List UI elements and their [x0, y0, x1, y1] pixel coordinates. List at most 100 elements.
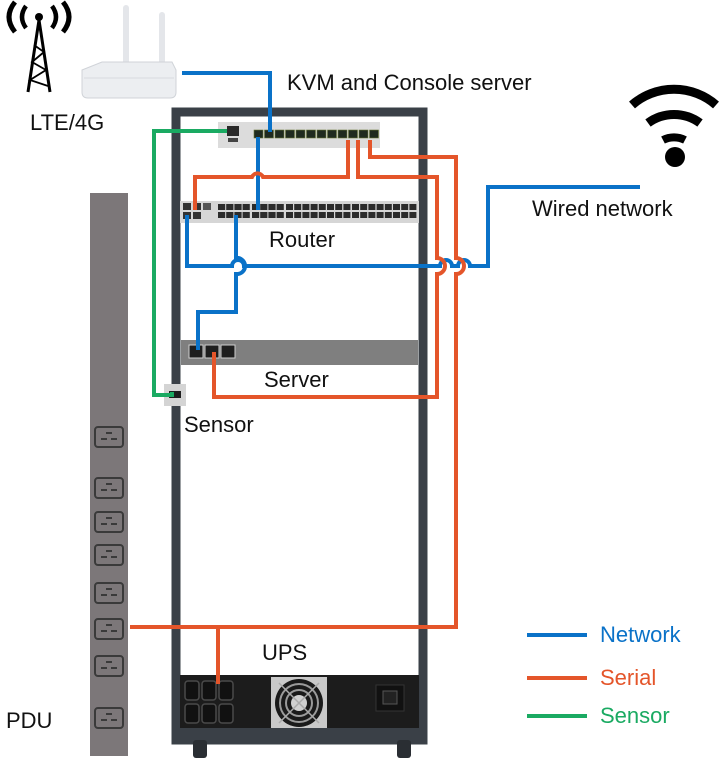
router-port	[302, 204, 310, 210]
sensor-cables	[152, 129, 227, 397]
pdu-outlet	[94, 477, 124, 499]
cable-lte-kvm	[182, 71, 272, 132]
kvm-port	[316, 129, 327, 139]
pdu-outlet	[94, 707, 124, 729]
router-port	[393, 204, 400, 210]
router-port	[401, 212, 409, 218]
legend-label-sensor: Sensor	[600, 703, 670, 728]
pdu	[90, 193, 128, 756]
kvm-port	[285, 129, 295, 139]
kvm-port	[358, 129, 369, 139]
kvm-port	[369, 129, 379, 139]
router-port	[327, 212, 334, 218]
router-port	[327, 204, 334, 210]
cable-kvm-router-console	[193, 140, 350, 210]
legend-label-network: Network	[600, 622, 681, 647]
label-kvm: KVM and Console server	[287, 70, 532, 95]
pdu-outlet	[94, 511, 124, 533]
router-port	[310, 212, 318, 218]
ups-outlet	[184, 703, 200, 724]
router-port	[234, 204, 242, 210]
label-server: Server	[264, 367, 329, 392]
router-port	[384, 204, 392, 210]
label-lte: LTE/4G	[30, 110, 105, 135]
router-mgmt-port	[183, 203, 191, 210]
label-sensor: Sensor	[184, 412, 254, 437]
router-port	[260, 204, 268, 210]
router-port	[343, 204, 351, 210]
router-port	[302, 212, 310, 218]
cable-router-server	[196, 215, 248, 350]
router-port	[409, 204, 417, 210]
router-port	[286, 212, 293, 218]
cell-tower-icon	[6, 0, 72, 93]
router-port	[360, 212, 368, 218]
label-wired-network: Wired network	[532, 196, 673, 221]
router-port	[226, 204, 234, 210]
pdu-outlet	[94, 582, 124, 604]
router-port	[260, 212, 268, 218]
kvm-console-server	[218, 122, 380, 148]
router-port	[393, 212, 400, 218]
legend	[527, 633, 587, 718]
ups-device	[176, 675, 423, 758]
kvm-port	[306, 129, 316, 139]
sensor-device	[164, 384, 186, 406]
kvm-port	[253, 129, 264, 139]
router-port	[252, 204, 260, 210]
router-usb-port	[203, 203, 211, 210]
label-router: Router	[269, 227, 336, 252]
router-port	[376, 204, 384, 210]
router-port	[335, 204, 343, 210]
cable-kvm-server	[212, 140, 447, 399]
router-port	[276, 212, 284, 218]
pdu-outlet	[94, 618, 124, 640]
router-port	[318, 204, 326, 210]
router-port	[276, 204, 284, 210]
cable-kvm-ups	[130, 140, 466, 629]
label-ups: UPS	[262, 640, 308, 665]
legend-label-serial: Serial	[600, 665, 657, 690]
server-port	[220, 344, 236, 359]
router-port	[376, 212, 384, 218]
router-port	[252, 212, 260, 218]
ups-outlet	[218, 703, 234, 724]
router-device	[180, 201, 419, 223]
router-port	[352, 212, 359, 218]
router-port	[242, 212, 250, 218]
router-port	[318, 212, 326, 218]
router-port	[360, 204, 368, 210]
ups-outlet	[218, 680, 234, 701]
router-port	[335, 212, 343, 218]
router-port	[286, 204, 293, 210]
router-port	[310, 204, 318, 210]
router-port	[343, 212, 351, 218]
kvm-port	[337, 129, 348, 139]
wifi-icon	[629, 84, 719, 167]
pdu-outlet	[94, 426, 124, 448]
label-pdu: PDU	[6, 708, 53, 733]
router-port	[268, 204, 276, 210]
router-port	[352, 204, 359, 210]
kvm-port	[295, 129, 306, 139]
router-port	[409, 212, 417, 218]
kvm-port	[274, 129, 285, 139]
kvm-port	[327, 129, 337, 139]
router-port	[384, 212, 392, 218]
pdu-outlet	[94, 544, 124, 566]
pdu-outlet	[94, 655, 124, 677]
ups-outlet	[184, 680, 200, 701]
kvm-port	[348, 129, 358, 139]
serial-cables	[130, 140, 466, 684]
router-port	[368, 212, 376, 218]
router-port	[226, 212, 234, 218]
router-port	[401, 204, 409, 210]
cable-kvm-sensor	[152, 129, 227, 397]
server-device	[181, 340, 418, 365]
router-port	[218, 204, 226, 210]
router-port	[368, 204, 376, 210]
lte-router-icon	[81, 5, 177, 99]
router-console-port	[193, 212, 201, 219]
ups-outlet	[201, 703, 217, 724]
